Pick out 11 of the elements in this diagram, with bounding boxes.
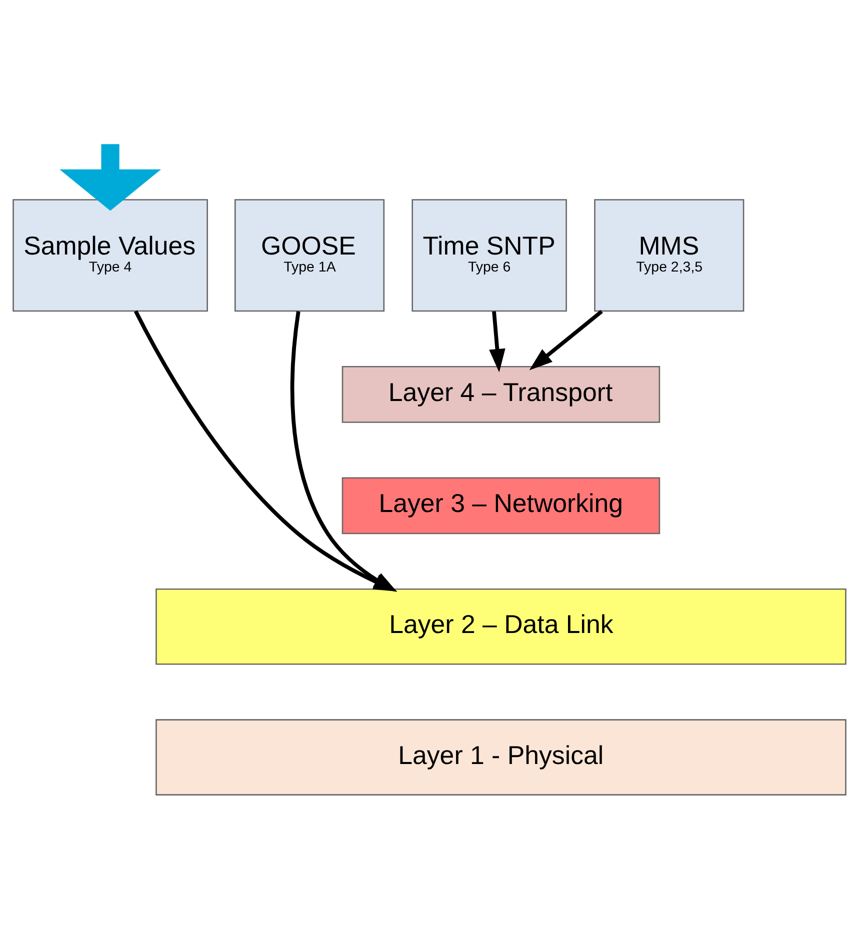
node-box: Sample Values Type 4 [12, 198, 208, 312]
node-box: Layer 3 – Networking [342, 476, 660, 534]
node-box: Layer 4 – Transport [342, 365, 660, 422]
node-box: Layer 1 - Physical [156, 718, 846, 795]
arrow [529, 309, 603, 370]
arrow [489, 310, 506, 372]
node-box: Layer 2 – Data Link [156, 588, 846, 664]
node-box: MMS Type 2,3,5 [594, 198, 744, 312]
node-box: Time SNTP Type 6 [412, 198, 567, 312]
arrow [60, 144, 162, 210]
node-box: GOOSE Type 1A [234, 198, 385, 312]
